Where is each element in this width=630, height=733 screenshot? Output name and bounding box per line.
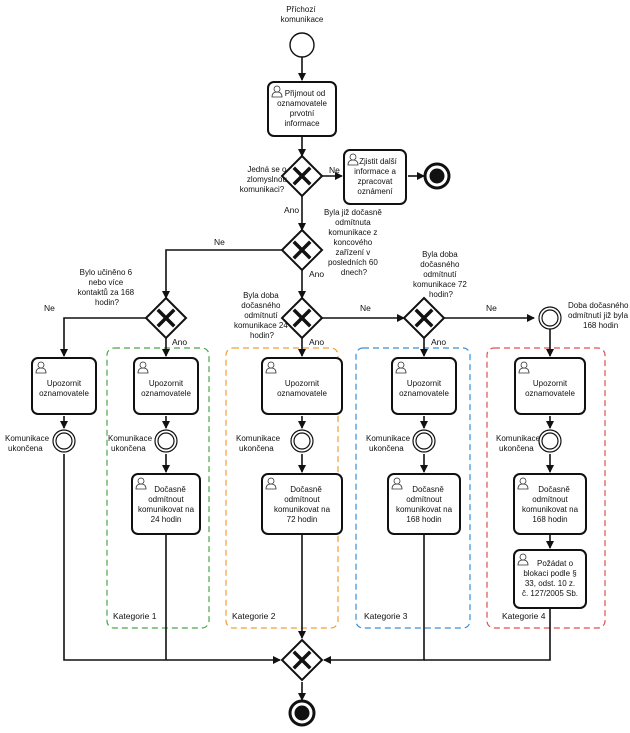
gateway-merge bbox=[280, 638, 324, 682]
gateway-six-contacts-label: Bylo učiněno 6 nebo více kontaktů za 168… bbox=[78, 268, 137, 307]
end-event-cat4 bbox=[538, 429, 562, 453]
intermediate-event bbox=[538, 306, 562, 330]
flow-label-yes: Ano bbox=[309, 269, 324, 279]
end-event-investigate bbox=[423, 162, 451, 190]
user-icon bbox=[391, 477, 403, 490]
gateway-six-contacts bbox=[144, 296, 188, 340]
flow-label-yes: Ano bbox=[431, 337, 446, 347]
gateway-malicious-label: Jedná se o zlomyslnou komunikaci? bbox=[240, 165, 289, 194]
end-event-final bbox=[288, 699, 316, 727]
category-3-frame bbox=[355, 347, 471, 629]
user-icon bbox=[265, 477, 277, 490]
user-icon bbox=[35, 361, 47, 374]
flow-label-no: Ne bbox=[44, 303, 55, 313]
flow-gw2-no bbox=[162, 249, 282, 299]
user-icon bbox=[347, 153, 359, 166]
gateway-previously-rejected-label: Byla již dočasně odmítnuta komunikace z … bbox=[324, 208, 384, 277]
intermediate-event-label: Doba dočasného odmítnutí již byla 168 ho… bbox=[568, 301, 630, 330]
flow-label-yes: Ano bbox=[309, 337, 324, 347]
category-1-label: Kategorie 1 bbox=[113, 611, 157, 621]
category-3-label: Kategorie 3 bbox=[364, 611, 408, 621]
flow-cat0-to-merge bbox=[63, 454, 281, 664]
gateway-rejected-24 bbox=[280, 296, 324, 340]
flow-label-yes: Ano bbox=[172, 337, 187, 347]
user-icon bbox=[265, 361, 277, 374]
gateway-previously-rejected bbox=[280, 228, 324, 272]
end-event-cat2 bbox=[290, 429, 314, 453]
gateway-rejected-24-label: Byla doba dočasného odmítnutí komunikace… bbox=[234, 291, 290, 340]
category-2-label: Kategorie 2 bbox=[232, 611, 276, 621]
user-icon bbox=[395, 361, 407, 374]
gateway-rejected-72 bbox=[402, 296, 446, 340]
flow-label-no: Ne bbox=[486, 303, 497, 313]
user-icon bbox=[137, 361, 149, 374]
category-4-label: Kategorie 4 bbox=[502, 611, 546, 621]
flow-label-no: Ne bbox=[360, 303, 371, 313]
flow-gw3-no bbox=[60, 317, 146, 357]
flow-label-no: Ne bbox=[329, 165, 340, 175]
end-event-cat1 bbox=[154, 429, 178, 453]
flow-label-yes: Ano bbox=[284, 205, 299, 215]
sequence-flows bbox=[60, 57, 554, 701]
user-icon bbox=[517, 553, 529, 566]
user-icon bbox=[517, 477, 529, 490]
gateway-malicious bbox=[280, 154, 324, 198]
flow-label-no: Ne bbox=[214, 237, 225, 247]
user-icon bbox=[271, 85, 283, 98]
flow-cat4-to-merge bbox=[424, 608, 551, 661]
user-icon bbox=[135, 477, 147, 490]
end-event-cat0 bbox=[52, 429, 76, 453]
end-event-cat3 bbox=[412, 429, 436, 453]
category-1-frame bbox=[106, 347, 210, 629]
start-event bbox=[289, 32, 315, 58]
user-icon bbox=[518, 361, 530, 374]
gateway-rejected-72-label: Byla doba dočasného odmítnutí komunikace… bbox=[413, 250, 469, 299]
flow-cat3-to-merge bbox=[323, 534, 425, 664]
start-event-label: Příchozí komunikace bbox=[281, 5, 324, 24]
category-4-frame bbox=[486, 347, 606, 629]
